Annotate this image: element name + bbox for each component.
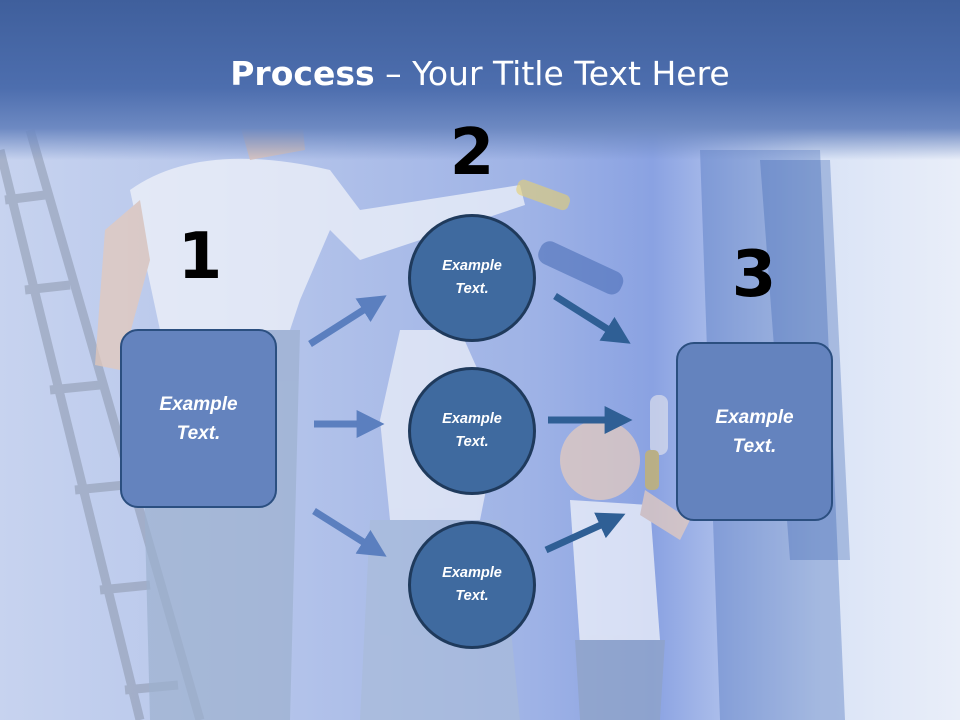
paint-rollers (516, 179, 668, 490)
step-3-label: Example Text. (715, 406, 794, 457)
arrow-top-to-right (553, 293, 631, 344)
step-2-number: 2 (449, 116, 495, 190)
step-1-number: 1 (177, 220, 223, 294)
child-figure (560, 420, 690, 720)
step-2-circle-middle: Example Text. (408, 367, 536, 495)
step-2-circle-top: Example Text. (408, 214, 536, 342)
title-bold: Process (230, 54, 375, 93)
step-2-circle-top-label: Example Text. (442, 258, 502, 297)
arrow-bottom-to-right (544, 512, 626, 554)
title-rest: – Your Title Text Here (374, 54, 730, 93)
arrow-left-to-bottom (312, 508, 387, 557)
step-3-number: 3 (731, 238, 777, 312)
arrow-left-to-top (308, 295, 387, 347)
slide-title: Process – Your Title Text Here (0, 52, 960, 96)
step-2-circle-middle-label: Example Text. (442, 411, 502, 450)
step-2-circle-bottom-label: Example Text. (442, 565, 502, 604)
step-3-box: Example Text. (676, 342, 833, 521)
step-1-label: Example Text. (159, 393, 238, 444)
step-1-box: Example Text. (120, 329, 277, 508)
title-band (0, 0, 960, 160)
step-2-circle-bottom: Example Text. (408, 521, 536, 649)
